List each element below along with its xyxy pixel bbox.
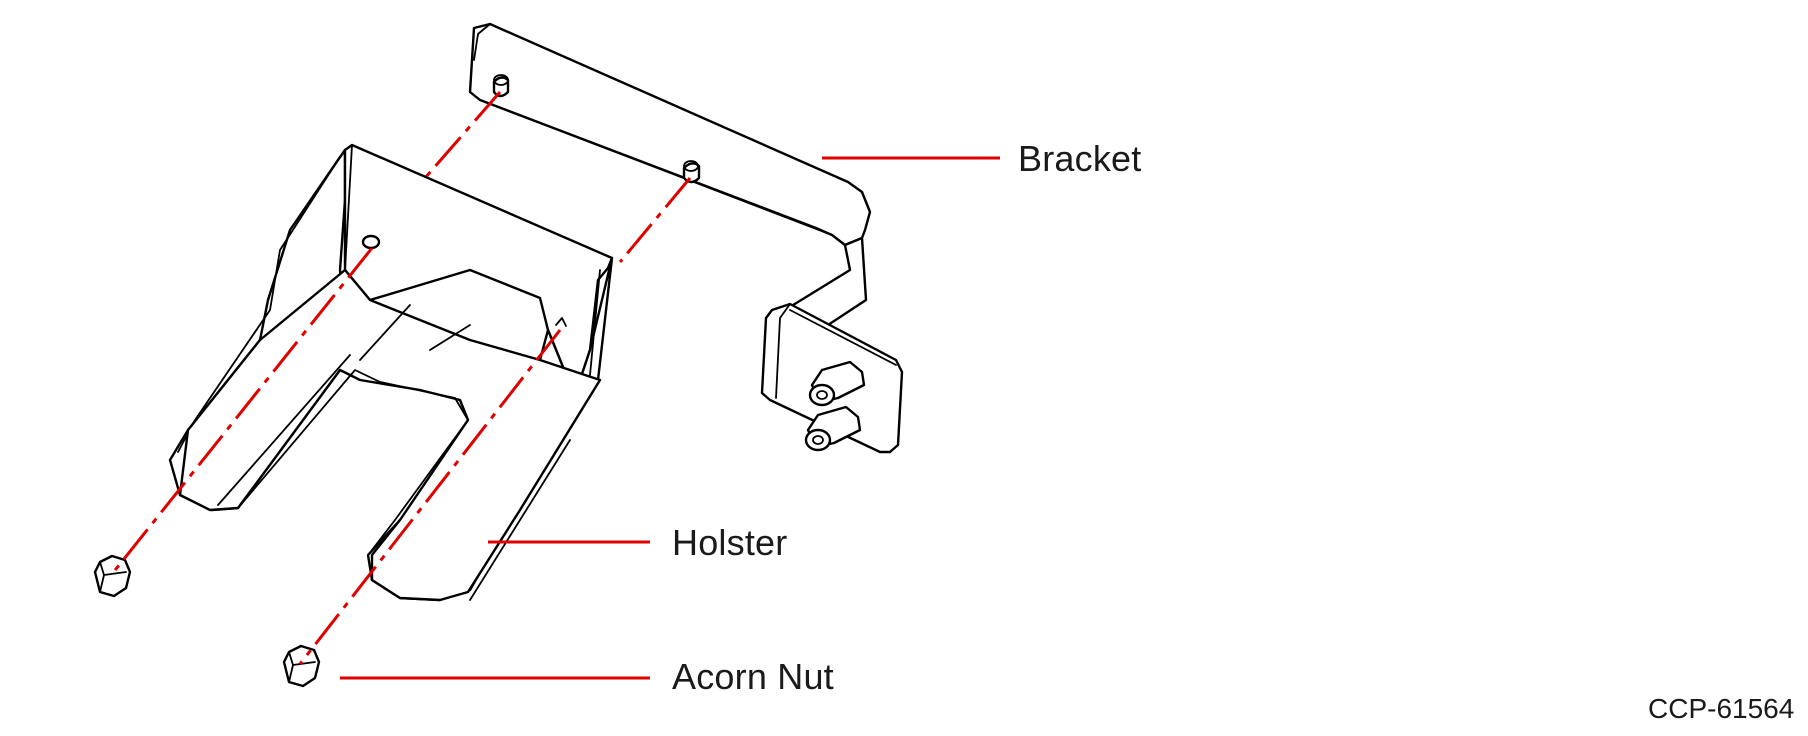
axis-left-upper: [423, 91, 502, 179]
axis-right-upper: [618, 177, 692, 263]
axis-right-lower: [298, 329, 562, 665]
acorn-nut-label: Acorn Nut: [672, 656, 834, 697]
bracket-part: [468, 22, 904, 454]
holster-label: Holster: [672, 522, 788, 563]
axis-left-lower: [110, 247, 374, 575]
holster-hole-left: [361, 234, 381, 250]
acorn-nut-right: [282, 644, 321, 688]
standoff-upper: [808, 360, 866, 407]
document-id: CCP-61564: [1648, 693, 1795, 724]
bracket-label: Bracket: [1018, 138, 1142, 179]
holster-part: [168, 143, 614, 602]
standoff-lower: [804, 405, 862, 452]
assembly-axes: [110, 91, 692, 665]
acorn-nut-left: [93, 554, 132, 598]
